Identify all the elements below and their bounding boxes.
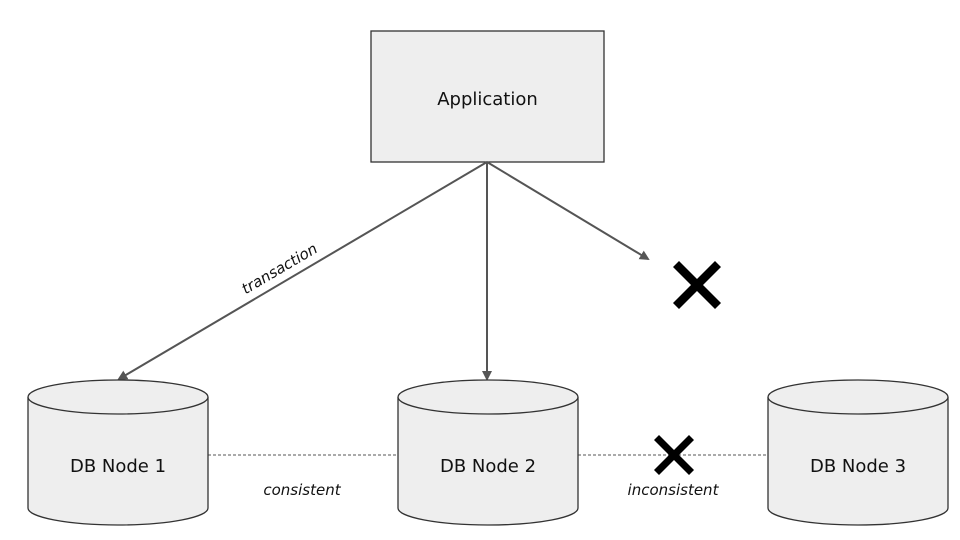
consistent-label: consistent	[263, 481, 341, 499]
db-node-3: DB Node 3	[767, 379, 949, 526]
failed-arrow-node-3	[486, 161, 650, 261]
inconsistent-label: inconsistent	[628, 481, 720, 499]
transaction-label: transaction	[238, 239, 320, 298]
connections	[117, 161, 650, 381]
x-mark-icon	[654, 435, 694, 475]
application-label: Application	[437, 89, 538, 110]
db-node-3-label: DB Node 3	[810, 456, 906, 477]
transaction-arrow-node-1	[117, 161, 488, 381]
db-node-1: DB Node 1	[27, 379, 209, 526]
x-mark-icon	[673, 261, 721, 309]
db-node-2: DB Node 2	[397, 379, 579, 526]
db-node-2-label: DB Node 2	[440, 456, 536, 477]
db-node-1-label: DB Node 1	[70, 456, 166, 477]
application-box: Application	[370, 30, 605, 163]
